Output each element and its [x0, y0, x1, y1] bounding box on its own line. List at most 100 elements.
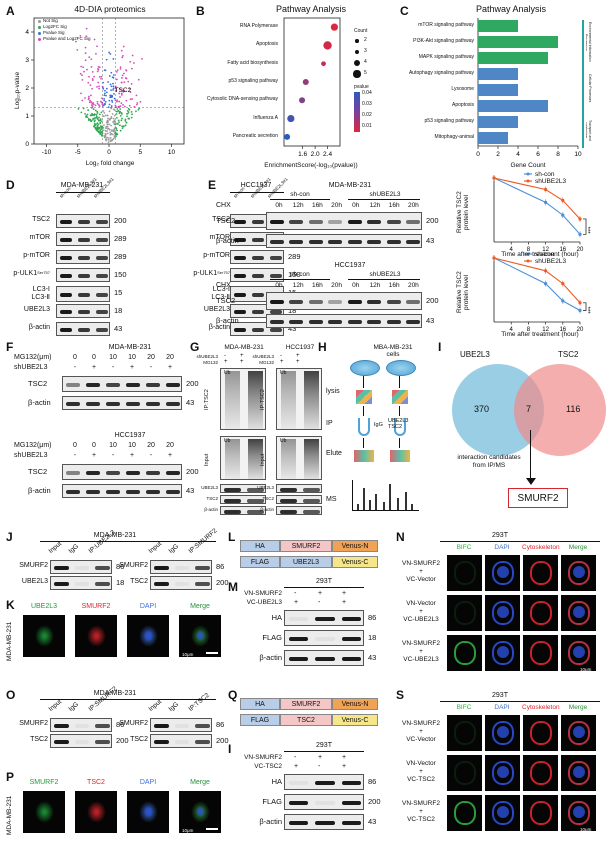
- sh-value: -: [111, 364, 115, 371]
- nucleus-signal: [497, 646, 509, 658]
- lane-label: Input: [147, 540, 164, 555]
- volcano-point: [93, 38, 96, 41]
- protein-band: [95, 740, 111, 744]
- protein-band: [153, 740, 169, 744]
- condition-label: VC-Vector: [406, 736, 436, 743]
- protein-band: [85, 402, 101, 406]
- protein-band: [288, 801, 308, 805]
- nucleus-signal: [573, 806, 585, 818]
- protein-band: [347, 300, 362, 304]
- bubble-title: Pathway Analysis: [275, 4, 347, 14]
- volcano-point: [135, 94, 138, 97]
- cell-signal: [568, 801, 590, 825]
- construct-segment: TSC2: [280, 714, 332, 726]
- tsc2-point: [109, 94, 114, 98]
- protein-band: [65, 402, 81, 406]
- cell-signal: [492, 561, 514, 585]
- time-label: 12h: [369, 282, 381, 289]
- cell-line-label: MDA-MB-231: [224, 344, 264, 351]
- sign: +: [318, 590, 323, 597]
- volcano-point: [90, 66, 93, 68]
- protein-label: β-actin: [28, 324, 50, 331]
- cell-signal: [454, 601, 476, 625]
- volcano-point: [118, 105, 120, 108]
- series-line: [493, 177, 581, 220]
- ms-spectrum-icon: [352, 480, 419, 511]
- volcano-point: [79, 72, 82, 75]
- volcano-point: [98, 116, 100, 119]
- mg132-value: 10: [109, 354, 117, 361]
- protein-band: [77, 256, 91, 260]
- blot-strip: [284, 630, 364, 646]
- volcano-point: [109, 118, 111, 121]
- protein-label: HA: [271, 613, 282, 622]
- bubble-point: [323, 41, 332, 50]
- side-label: Transport and catabolism: [586, 119, 592, 141]
- protein-band: [77, 220, 91, 224]
- blot-strip: [62, 376, 182, 392]
- volcano-point: [118, 112, 121, 115]
- volcano-point: [99, 118, 102, 121]
- volcano-point: [125, 99, 128, 102]
- volcano-point: [107, 106, 110, 109]
- volcano-point: [115, 127, 118, 130]
- protein-band: [195, 582, 211, 586]
- protein-band: [105, 402, 121, 406]
- cell-underline: [40, 699, 216, 700]
- volcano-point: [110, 105, 113, 107]
- volcano-point: [98, 76, 101, 78]
- volcano-point: [136, 102, 139, 104]
- volcano-point: [97, 127, 100, 130]
- workflow-step-label: lysis: [326, 388, 340, 395]
- protein-band: [174, 566, 190, 570]
- micrograph: [560, 794, 597, 832]
- construct-segment: HA: [240, 540, 280, 552]
- protein-band: [153, 566, 169, 570]
- volcano-point: [118, 121, 120, 123]
- protein-band: [251, 310, 265, 314]
- panel-label-i2: I: [228, 742, 232, 756]
- scale-label: 10μm: [182, 652, 194, 657]
- cell-line-label: HCC1937: [285, 344, 315, 351]
- protein-band: [308, 320, 323, 324]
- blot-strip: [266, 292, 422, 310]
- volcano-point: [94, 109, 97, 112]
- bubble-point: [299, 97, 306, 104]
- volcano-point: [119, 108, 122, 110]
- protein-band: [406, 220, 421, 224]
- volcano-point: [116, 69, 119, 72]
- protein-band: [233, 256, 247, 260]
- time-label: 16h: [388, 282, 400, 289]
- arrow-shaft: [363, 376, 364, 388]
- row-label: MG132: [203, 360, 218, 365]
- volcano-point: [110, 116, 113, 118]
- antibody-icon: [394, 418, 406, 436]
- protein-label: β-actin: [28, 398, 51, 407]
- protein-label-wrap: mTOR: [6, 234, 50, 241]
- volcano-point: [120, 94, 123, 96]
- protein-band: [347, 220, 362, 224]
- volcano-point: [122, 45, 125, 48]
- volcano-point: [82, 66, 85, 69]
- volcano-point: [141, 57, 143, 60]
- condition-label: VC-UBE2L3: [403, 616, 439, 623]
- protein-band: [105, 471, 121, 475]
- x-tick-label: 10: [168, 149, 176, 156]
- legend-label: shUBE2L3: [535, 258, 566, 265]
- bubble-category-label: Fatty acid biosynthesis: [227, 59, 278, 66]
- volcano-point: [88, 75, 90, 78]
- panel-label-f: F: [6, 340, 14, 354]
- ms-peak: [383, 502, 385, 510]
- protein-band: [406, 300, 421, 304]
- kda-label: 43: [288, 324, 297, 333]
- series-line: [493, 257, 581, 304]
- sign: -: [280, 353, 282, 359]
- volcano-xlabel: Log₂ fold change: [85, 160, 135, 167]
- cell-signal: [492, 721, 514, 745]
- volcano-point: [111, 130, 113, 133]
- y-axis-label: Relative TSC2 protein level: [456, 191, 470, 233]
- cell-signal: [530, 801, 552, 825]
- kda-label: 86: [116, 720, 125, 729]
